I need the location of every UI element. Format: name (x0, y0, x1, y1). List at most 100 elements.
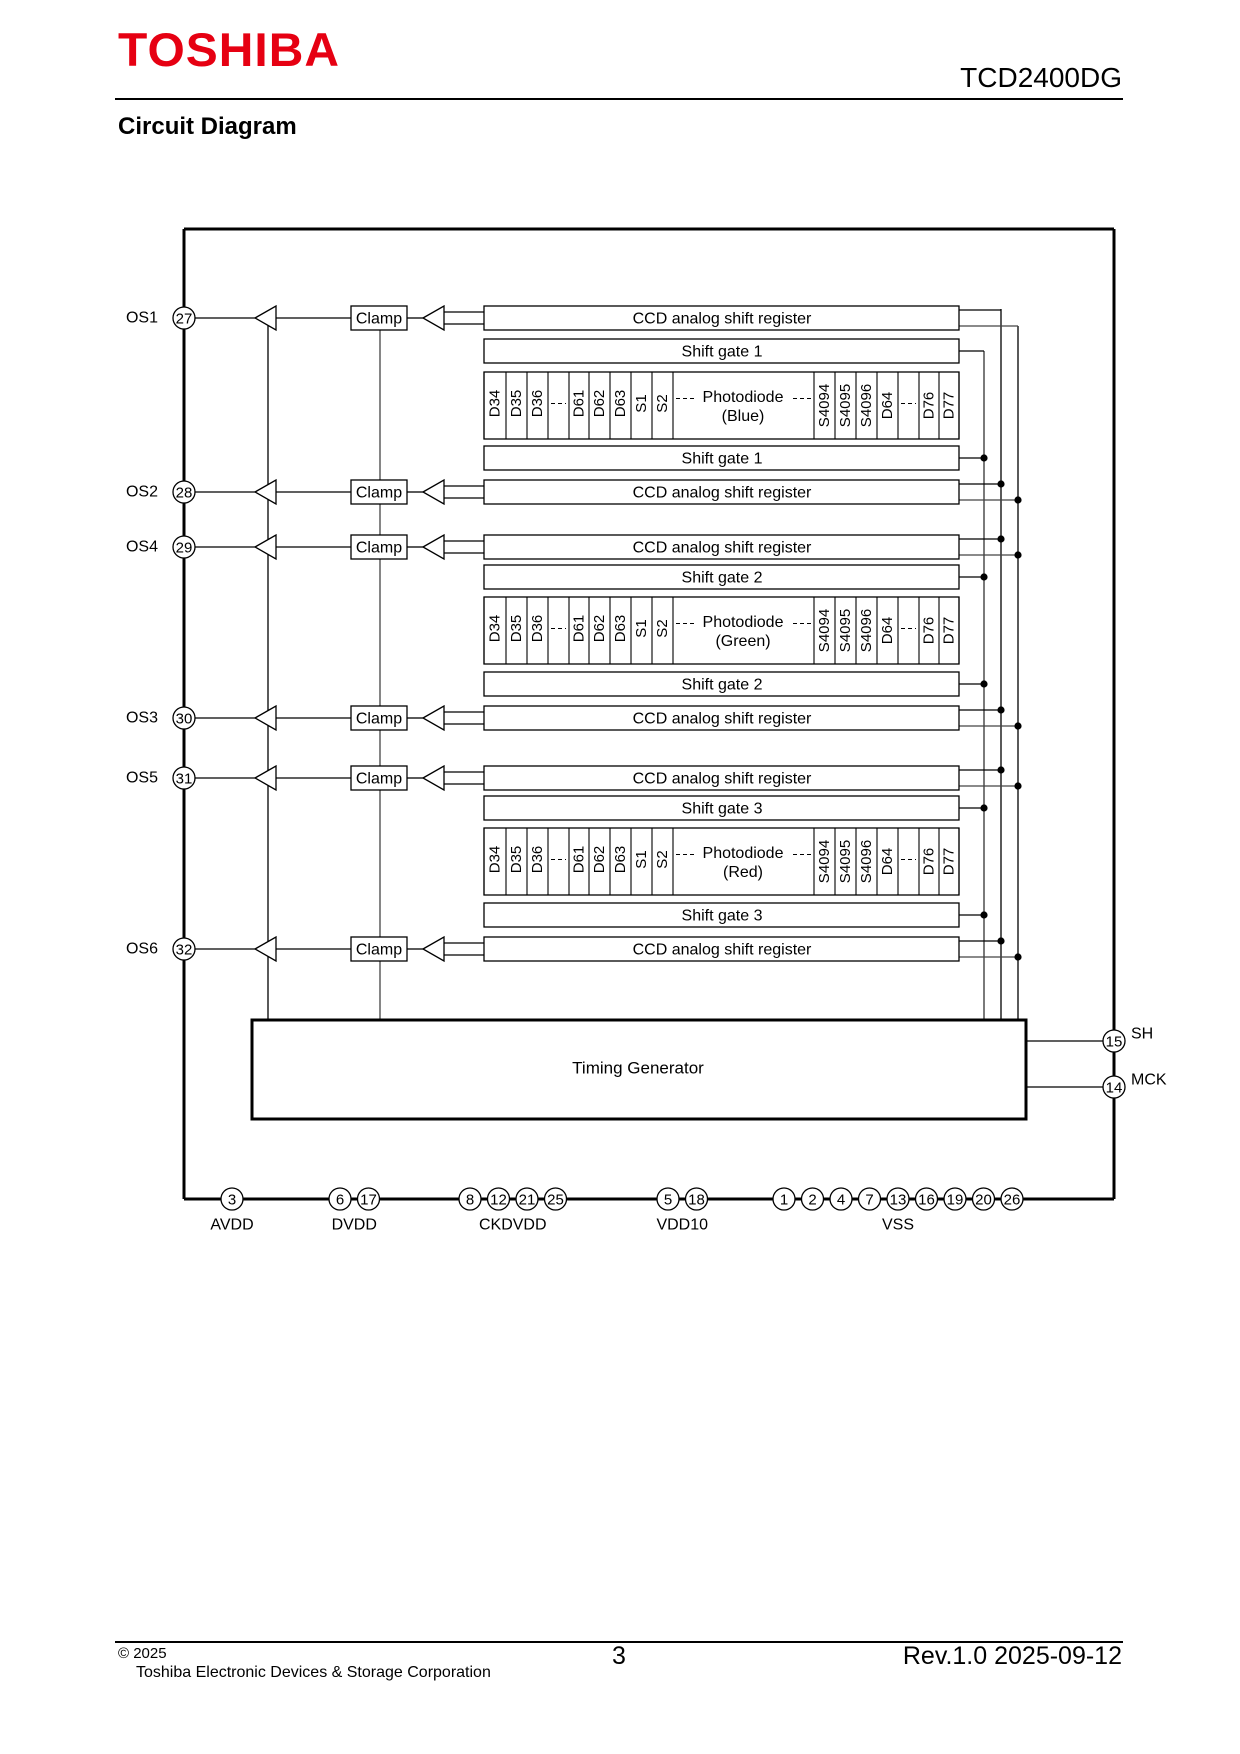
junction-dot (1014, 953, 1022, 961)
register-amp-triangle (421, 304, 445, 332)
pin-circle (1102, 1029, 1126, 1053)
pixel-label: S4095 (837, 840, 854, 883)
ccd-register-label: CCD analog shift register (633, 485, 812, 502)
timing-generator-label: Timing Generator (572, 1059, 704, 1078)
pixel-label: D62 (591, 615, 608, 643)
pin-circle (829, 1187, 853, 1211)
photodiode-label: Photodiode (703, 614, 784, 631)
pin-number: 5 (664, 1192, 672, 1209)
pin-number: 8 (466, 1192, 474, 1209)
page-number: 3 (612, 1642, 626, 1670)
junction-dot (1014, 496, 1022, 504)
pin-number: 4 (837, 1192, 845, 1209)
shift-gate-label: Shift gate 3 (682, 801, 763, 818)
ccd-register-label: CCD analog shift register (633, 711, 812, 728)
pixel-label: D34 (487, 846, 504, 874)
pixel-label: S4095 (837, 384, 854, 427)
power-group-label: VSS (882, 1217, 914, 1234)
clamp-label: Clamp (356, 540, 402, 557)
pixel-label: S1 (633, 619, 650, 637)
photodiode-label: Photodiode (703, 389, 784, 406)
output-buffer-triangle (253, 478, 277, 506)
photodiode-array (483, 371, 960, 440)
junction-dot (980, 911, 988, 919)
clamp-box (350, 705, 408, 731)
shift-gate (483, 564, 960, 590)
pixel-label: D76 (921, 848, 938, 876)
shift-gate-label: Shift gate 3 (682, 908, 763, 925)
pin-circle (172, 706, 196, 730)
clamp-label: Clamp (356, 311, 402, 328)
pixel-label: S4094 (816, 384, 833, 427)
pixel-label: D63 (612, 615, 629, 643)
pixel-label: D36 (529, 846, 546, 874)
pixel-label: D62 (591, 846, 608, 874)
junction-dot (997, 535, 1005, 543)
output-label: OS3 (126, 710, 158, 727)
photodiode-color-label: (Green) (715, 633, 770, 650)
pixel-label: D61 (571, 390, 588, 418)
pin-circle (772, 1187, 796, 1211)
output-buffer-triangle (253, 304, 277, 332)
register-amp-triangle (421, 935, 445, 963)
pin-number: 27 (176, 311, 193, 328)
output-buffer-triangle (253, 704, 277, 732)
pixel-label: S4096 (858, 384, 875, 427)
power-group-label: DVDD (332, 1217, 377, 1234)
shift-gate (483, 902, 960, 928)
junction-dot (997, 706, 1005, 714)
pixel-label: S2 (654, 850, 671, 868)
junction-dot (980, 680, 988, 688)
clamp-box (350, 479, 408, 505)
pixel-label: D61 (571, 615, 588, 643)
pin-circle (172, 535, 196, 559)
pin-circle (356, 1187, 381, 1211)
junction-dot (980, 454, 988, 462)
company-name: Toshiba Electronic Devices & Storage Cor… (136, 1664, 491, 1681)
pin-number: 7 (865, 1192, 873, 1209)
ccd-register-label: CCD analog shift register (633, 942, 812, 959)
pixel-label: D77 (941, 848, 958, 876)
junction-dot (1014, 551, 1022, 559)
pixel-label: D34 (487, 390, 504, 418)
pin-circle (1000, 1187, 1024, 1211)
pin-circle (943, 1187, 967, 1211)
clamp-label: Clamp (356, 942, 402, 959)
junction-dot (1014, 782, 1022, 790)
ccd-shift-register (483, 705, 960, 731)
pin-circle (656, 1187, 680, 1211)
shift-gate-label: Shift gate 2 (682, 570, 763, 587)
pin-circle (486, 1187, 511, 1211)
pin-circle (515, 1187, 539, 1211)
ccd-register-label: CCD analog shift register (633, 311, 812, 328)
footer-divider (115, 1641, 1123, 1643)
shift-gate (483, 338, 960, 364)
pin-circle (914, 1187, 939, 1211)
pixel-label: S4095 (837, 609, 854, 652)
pin-number: 21 (519, 1192, 536, 1209)
pixel-label: D62 (591, 390, 608, 418)
pixel-label: S2 (654, 394, 671, 412)
ccd-shift-register (483, 534, 960, 560)
pixel-label: D77 (941, 617, 958, 645)
pixel-label: D63 (612, 390, 629, 418)
header-divider (115, 98, 1123, 100)
pin-circle (857, 1187, 882, 1211)
shift-gate-label: Shift gate 1 (682, 344, 763, 361)
shift-gate (483, 795, 960, 821)
pin-number: 3 (228, 1192, 236, 1209)
control-pin-label: MCK (1131, 1072, 1167, 1089)
junction-dot (980, 804, 988, 812)
shift-gate (483, 671, 960, 697)
pin-number: 18 (688, 1192, 705, 1209)
copyright: © 2025 (118, 1645, 167, 1662)
part-number: TCD2400DG (960, 62, 1122, 93)
toshiba-logo: TOSHIBA (118, 23, 341, 76)
pixel-label: S2 (654, 619, 671, 637)
pin-number: 31 (176, 771, 193, 788)
pixel-label: S4094 (816, 609, 833, 652)
pin-number: 29 (176, 540, 193, 557)
pin-circle (886, 1187, 910, 1211)
pin-circle (543, 1187, 568, 1211)
clamp-label: Clamp (356, 771, 402, 788)
